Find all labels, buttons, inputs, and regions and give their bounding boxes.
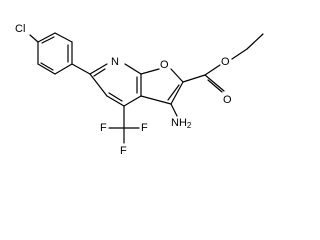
bond: [246, 33, 264, 50]
bond: [182, 74, 206, 83]
ethyl-ester-group: [182, 33, 264, 93]
fluorine-bottom-label: F: [120, 145, 127, 157]
double-bond-inner: [41, 36, 55, 44]
molecule-structure-diagram: Cl N O O O NH2: [15, 23, 264, 157]
carbonyl-bond: [204, 74, 225, 92]
bond-aryl-link: [71, 63, 91, 75]
fluorine-left-label: F: [100, 122, 107, 134]
bond-c-nh2: [170, 103, 178, 117]
bond: [123, 95, 142, 107]
double-bond-inner: [108, 92, 123, 102]
bond: [89, 63, 108, 75]
bond: [37, 32, 56, 43]
bond-c-cl: [29, 34, 39, 43]
bond: [231, 48, 248, 60]
bond: [140, 95, 172, 105]
bond: [54, 32, 73, 43]
pyridine-nitrogen-label: N: [111, 56, 119, 68]
bond: [170, 81, 184, 105]
double-bond-inner: [40, 62, 54, 71]
bond: [106, 95, 125, 107]
double-bond-inner: [93, 68, 106, 77]
fluorine-right-label: F: [141, 122, 148, 134]
ester-ether-oxygen-label: O: [221, 56, 230, 68]
bond: [37, 63, 56, 75]
carbonyl-bond: [207, 79, 223, 93]
furan-ring: [140, 68, 184, 105]
amino-subscript-text: 2: [187, 121, 192, 130]
trifluoromethyl-group: [108, 105, 140, 144]
bond: [124, 63, 142, 75]
amino-nh-text: NH: [171, 117, 187, 129]
ester-carbonyl-oxygen-label: O: [223, 94, 232, 106]
bond: [170, 68, 184, 83]
double-bond-inner: [167, 84, 180, 101]
furan-oxygen-label: O: [160, 59, 169, 71]
bond: [89, 73, 108, 97]
bond: [54, 63, 73, 75]
amino-group-label: NH2: [171, 117, 192, 130]
bond: [140, 68, 160, 75]
chlorine-label: Cl: [15, 23, 25, 35]
pyridine-ring: [89, 63, 142, 107]
bond: [204, 64, 221, 76]
chlorophenyl-ring: [37, 32, 73, 75]
